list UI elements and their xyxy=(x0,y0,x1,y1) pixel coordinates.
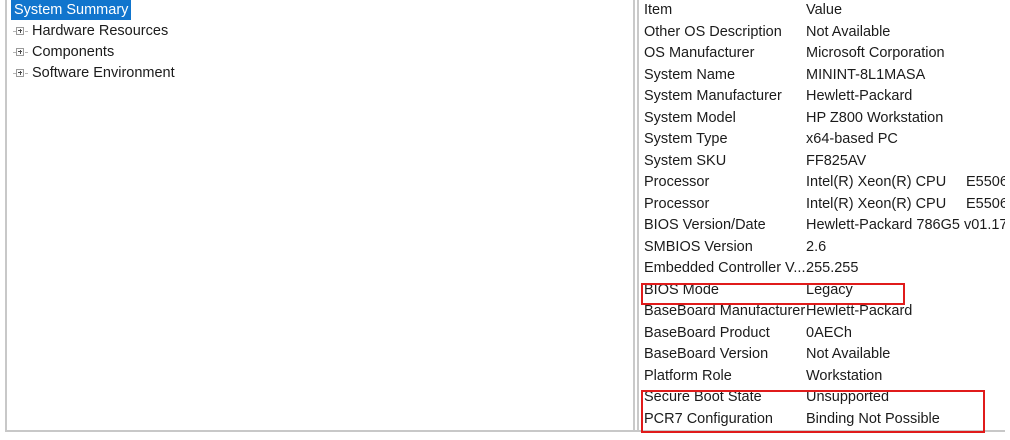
details-row-item: BaseBoard Product xyxy=(644,324,770,341)
tree-item-label: Software Environment xyxy=(32,65,175,81)
details-row-item: BIOS Version/Date xyxy=(644,217,766,233)
details-row-value: Microsoft Corporation xyxy=(806,45,945,61)
details-row[interactable]: System Name MININT-8L1MASA xyxy=(639,65,1005,87)
details-row-item: System Type xyxy=(644,131,728,147)
details-row-item: Platform Role xyxy=(644,367,732,384)
details-row[interactable]: System Model HP Z800 Workstation xyxy=(639,108,1005,130)
details-row-item: PCR7 Configuration xyxy=(644,410,773,427)
details-row-value-extra: E5506 xyxy=(966,195,1005,212)
details-row[interactable]: BIOS Mode Legacy xyxy=(639,280,1005,302)
details-row-value-extra: E5506 xyxy=(966,174,1005,190)
tree-item-system-summary[interactable]: System Summary xyxy=(7,0,633,21)
details-row-item: Embedded Controller V... xyxy=(644,260,806,276)
details-row-value: x64-based PC xyxy=(806,131,898,147)
details-row-value: MININT-8L1MASA xyxy=(806,66,926,83)
pane-splitter-edge xyxy=(637,0,639,430)
details-row-value: Hewlett-Packard xyxy=(806,303,913,319)
details-row-value: 255.255 xyxy=(806,260,859,276)
details-row-item: OS Manufacturer xyxy=(644,45,755,61)
details-row-item: SMBIOS Version xyxy=(644,238,753,255)
details-row[interactable]: Other OS Description Not Available xyxy=(639,22,1005,44)
plus-icon[interactable] xyxy=(13,21,30,42)
details-row-value: Not Available xyxy=(806,346,891,362)
details-row[interactable]: OS Manufacturer Microsoft Corporation xyxy=(639,43,1005,65)
details-row-item: Secure Boot State xyxy=(644,389,762,405)
details-row-value: FF825AV xyxy=(806,152,867,169)
details-row-item: System SKU xyxy=(644,152,727,169)
details-row-item: Other OS Description xyxy=(644,23,782,40)
tree-item-label: Components xyxy=(32,44,115,60)
details-row[interactable]: Platform Role Workstation xyxy=(639,366,1005,388)
plus-icon[interactable] xyxy=(13,63,30,84)
details-row-value: Legacy xyxy=(806,281,853,298)
details-row-item: Processor xyxy=(644,174,710,190)
details-row-value: Workstation xyxy=(806,367,883,384)
details-row[interactable]: PCR7 Configuration Binding Not Possible xyxy=(639,409,1005,431)
details-row[interactable]: BaseBoard Product 0AECh xyxy=(639,323,1005,345)
details-row[interactable]: BaseBoard Version Not Available xyxy=(639,344,1005,366)
tree-item-hardware-resources[interactable]: Hardware Resources xyxy=(7,21,633,42)
details-row[interactable]: Secure Boot State Unsupported xyxy=(639,387,1005,409)
details-row[interactable]: System SKU FF825AV xyxy=(639,151,1005,173)
details-row[interactable]: BIOS Version/Date Hewlett-Packard 786G5 v… xyxy=(639,215,1005,237)
details-row-value: 2.6 xyxy=(806,238,827,255)
pane-splitter[interactable] xyxy=(633,0,635,430)
column-header-value[interactable]: Value xyxy=(806,2,843,18)
details-row-value: 0AECh xyxy=(806,324,852,341)
details-row-value: Unsupported xyxy=(806,389,890,405)
details-row-item: System Manufacturer xyxy=(644,88,782,104)
column-header-row: Item Value xyxy=(639,0,1005,22)
details-row-item: BaseBoard Manufacturer xyxy=(644,303,806,319)
navigation-tree-pane[interactable]: System Summary Hardware Resources Compon… xyxy=(7,0,633,430)
details-row[interactable]: System Type x64-based PC xyxy=(639,129,1005,151)
tree-item-software-environment[interactable]: Software Environment xyxy=(7,63,633,84)
details-row-value: HP Z800 Workstation xyxy=(806,109,944,126)
window-border-left xyxy=(5,0,7,432)
window-border-bottom xyxy=(5,430,1005,432)
details-row-item: BIOS Mode xyxy=(644,281,719,298)
tree-item-label: System Summary xyxy=(11,0,132,20)
details-row-value: Hewlett-Packard 786G5 v01.17, 8/ xyxy=(806,217,1005,233)
details-row-item: Processor xyxy=(644,195,710,212)
details-row[interactable]: System Manufacturer Hewlett-Packard xyxy=(639,86,1005,108)
details-row[interactable]: SMBIOS Version 2.6 xyxy=(639,237,1005,259)
details-row-value: Hewlett-Packard xyxy=(806,88,913,104)
column-header-item[interactable]: Item xyxy=(644,2,673,18)
details-row-value: Not Available xyxy=(806,23,891,40)
details-row-item: System Model xyxy=(644,109,736,126)
tree-item-components[interactable]: Components xyxy=(7,42,633,63)
tree-item-label: Hardware Resources xyxy=(32,23,169,39)
plus-icon[interactable] xyxy=(13,42,30,63)
details-row-item: System Name xyxy=(644,66,736,83)
details-row-value: Binding Not Possible xyxy=(806,410,940,427)
details-row-item: BaseBoard Version xyxy=(644,346,769,362)
details-row[interactable]: Embedded Controller V...255.255 xyxy=(639,258,1005,280)
